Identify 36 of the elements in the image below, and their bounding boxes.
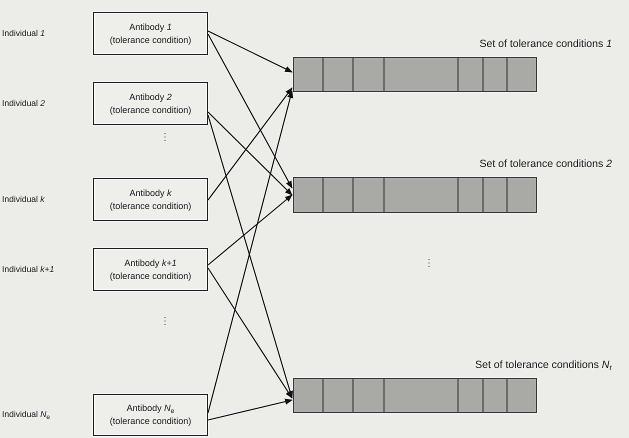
individual-label: Individual 2	[2, 97, 46, 109]
set-heading: Set of tolerance conditions 1	[479, 37, 612, 52]
antibody-box	[93, 82, 208, 125]
arrow	[208, 34, 292, 189]
arrow	[208, 112, 293, 196]
arrow	[208, 194, 293, 266]
condition-bar	[293, 378, 537, 413]
ellipsis-mark: ⋮	[160, 132, 170, 144]
arrow	[208, 87, 292, 200]
individual-label: Individual k	[2, 193, 45, 205]
box-text: Antibody k	[129, 186, 172, 200]
individual-label: Individual 1	[2, 27, 46, 39]
individual-label: Individual N$_{e}$	[2, 408, 50, 420]
antibody-box	[93, 248, 208, 291]
ellipsis-mark: ⋮	[424, 258, 434, 270]
box-text: (tolerance condition)	[110, 34, 192, 46]
arrow	[208, 398, 293, 421]
arrow	[208, 30, 293, 72]
ellipsis-mark: ⋮	[160, 316, 170, 328]
antibody-box	[93, 12, 208, 55]
box-text: (tolerance condition)	[110, 104, 192, 116]
box-text: (tolerance condition)	[110, 270, 192, 282]
box-text: (tolerance condition)	[110, 415, 192, 428]
set-heading: Set of tolerance conditions N$_{r}$	[475, 358, 612, 374]
box-text: Antibody 1	[129, 20, 172, 34]
condition-bar	[293, 57, 537, 92]
box-text: Antibody k+1	[124, 256, 177, 270]
box-text: Antibody N$_{e}$	[126, 402, 174, 415]
set-heading: Set of tolerance conditions 2	[479, 157, 612, 172]
arrow	[208, 268, 292, 399]
antibody-box	[93, 178, 208, 221]
antibody-box	[93, 394, 208, 436]
box-text: Antibody 2	[129, 90, 172, 104]
individual-label: Individual k+1	[2, 263, 54, 275]
condition-bar	[293, 177, 537, 213]
box-text: (tolerance condition)	[110, 200, 192, 212]
